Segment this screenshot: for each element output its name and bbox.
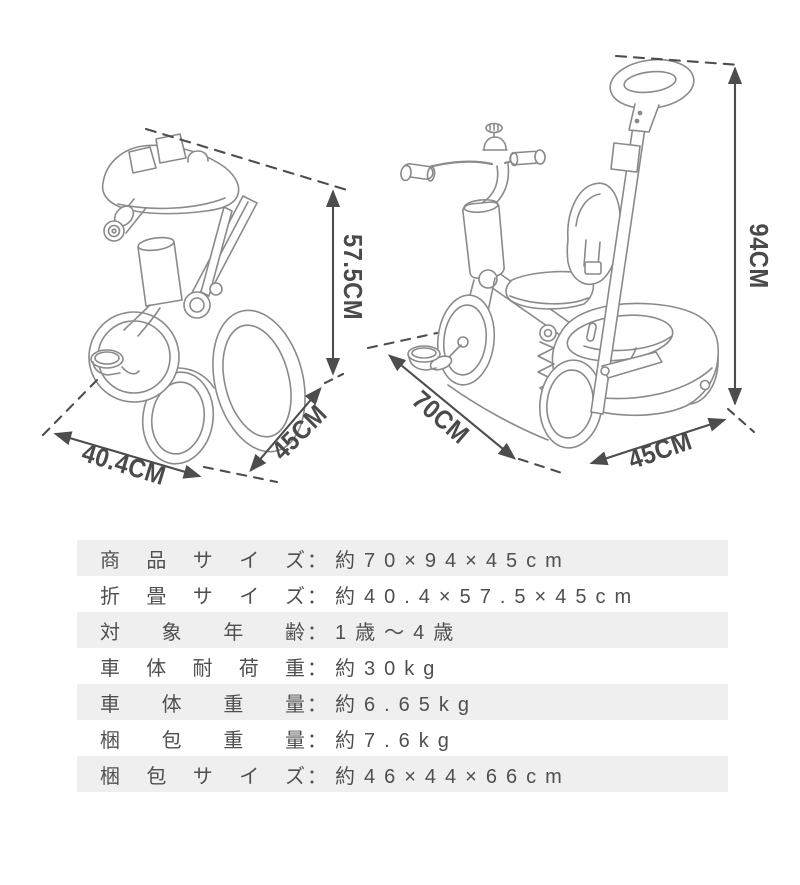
- spec-label: 梱包サイズ: [100, 765, 305, 788]
- spec-row-product-size: 商品サイズ ： 約70×94×45cm: [77, 540, 728, 576]
- folded-left-extension-line: [41, 378, 99, 437]
- spec-value: 約7.6kg: [335, 729, 458, 752]
- folded-height-label: 57.5CM: [338, 234, 367, 320]
- spec-separator: ：: [307, 549, 327, 572]
- spec-row-target-age: 対象年齢 ： 1歳～4歳: [77, 612, 728, 648]
- assembled-width-arrow: [589, 417, 727, 466]
- spec-row-folded-size: 折畳サイズ ： 約40.4×57.5×45cm: [77, 576, 728, 612]
- folded-tricycle-illustration: [88, 133, 306, 465]
- assembled-width-label: 45CM: [625, 426, 696, 475]
- spec-separator: ：: [307, 765, 327, 788]
- assembled-left-extension-line: [366, 331, 439, 350]
- assembled-tricycle-illustration: [400, 58, 720, 449]
- assembled-length-arrow: [387, 354, 517, 460]
- spec-row-max-load: 車体耐荷重 ： 約30kg: [77, 648, 728, 684]
- spec-label: 商品サイズ: [100, 549, 305, 572]
- spec-value: 約6.65kg: [335, 693, 479, 716]
- spec-separator: ：: [307, 585, 327, 608]
- spec-value: 約70×94×45cm: [335, 549, 571, 572]
- spec-value: 約40.4×57.5×45cm: [335, 585, 641, 608]
- assembled-height-label: 94CM: [744, 223, 773, 288]
- spec-label: 対象年齢: [100, 621, 305, 644]
- folded-right-extension-line: [323, 372, 345, 385]
- spec-value: 約46×44×66cm: [335, 765, 571, 788]
- folded-top-extension-line: [144, 127, 349, 192]
- spec-label: 車体耐荷重: [100, 657, 305, 680]
- spec-label: 梱包重量: [100, 729, 305, 752]
- spec-separator: ：: [307, 621, 327, 644]
- folded-width-arrow: [53, 431, 202, 479]
- spec-separator: ：: [307, 693, 327, 716]
- spec-row-package-weight: 梱包重量 ： 約7.6kg: [77, 720, 728, 756]
- assembled-right-extension-line: [726, 407, 756, 434]
- assembled-length-label: 70CM: [406, 385, 474, 450]
- spec-separator: ：: [307, 657, 327, 680]
- spec-value: 約30kg: [335, 657, 444, 680]
- spec-label: 折畳サイズ: [100, 585, 305, 608]
- folded-bottom-extension-line: [202, 465, 279, 484]
- spec-row-package-size: 梱包サイズ ： 約46×44×66cm: [77, 756, 728, 792]
- folded-depth-arrow: [249, 386, 322, 473]
- spec-table: 商品サイズ ： 約70×94×45cm 折畳サイズ ： 約40.4×57.5×4…: [77, 540, 728, 792]
- spec-row-body-weight: 車体重量 ： 約6.65kg: [77, 684, 728, 720]
- spec-separator: ：: [307, 729, 327, 752]
- assembled-bottom-extension-line: [517, 457, 567, 476]
- dimension-diagrams: 57.5CM 40.4CM 45CM: [41, 54, 773, 491]
- spec-value: 1歳～4歳: [335, 621, 463, 644]
- spec-label: 車体重量: [100, 693, 305, 716]
- assembled-top-extension-line: [614, 54, 742, 67]
